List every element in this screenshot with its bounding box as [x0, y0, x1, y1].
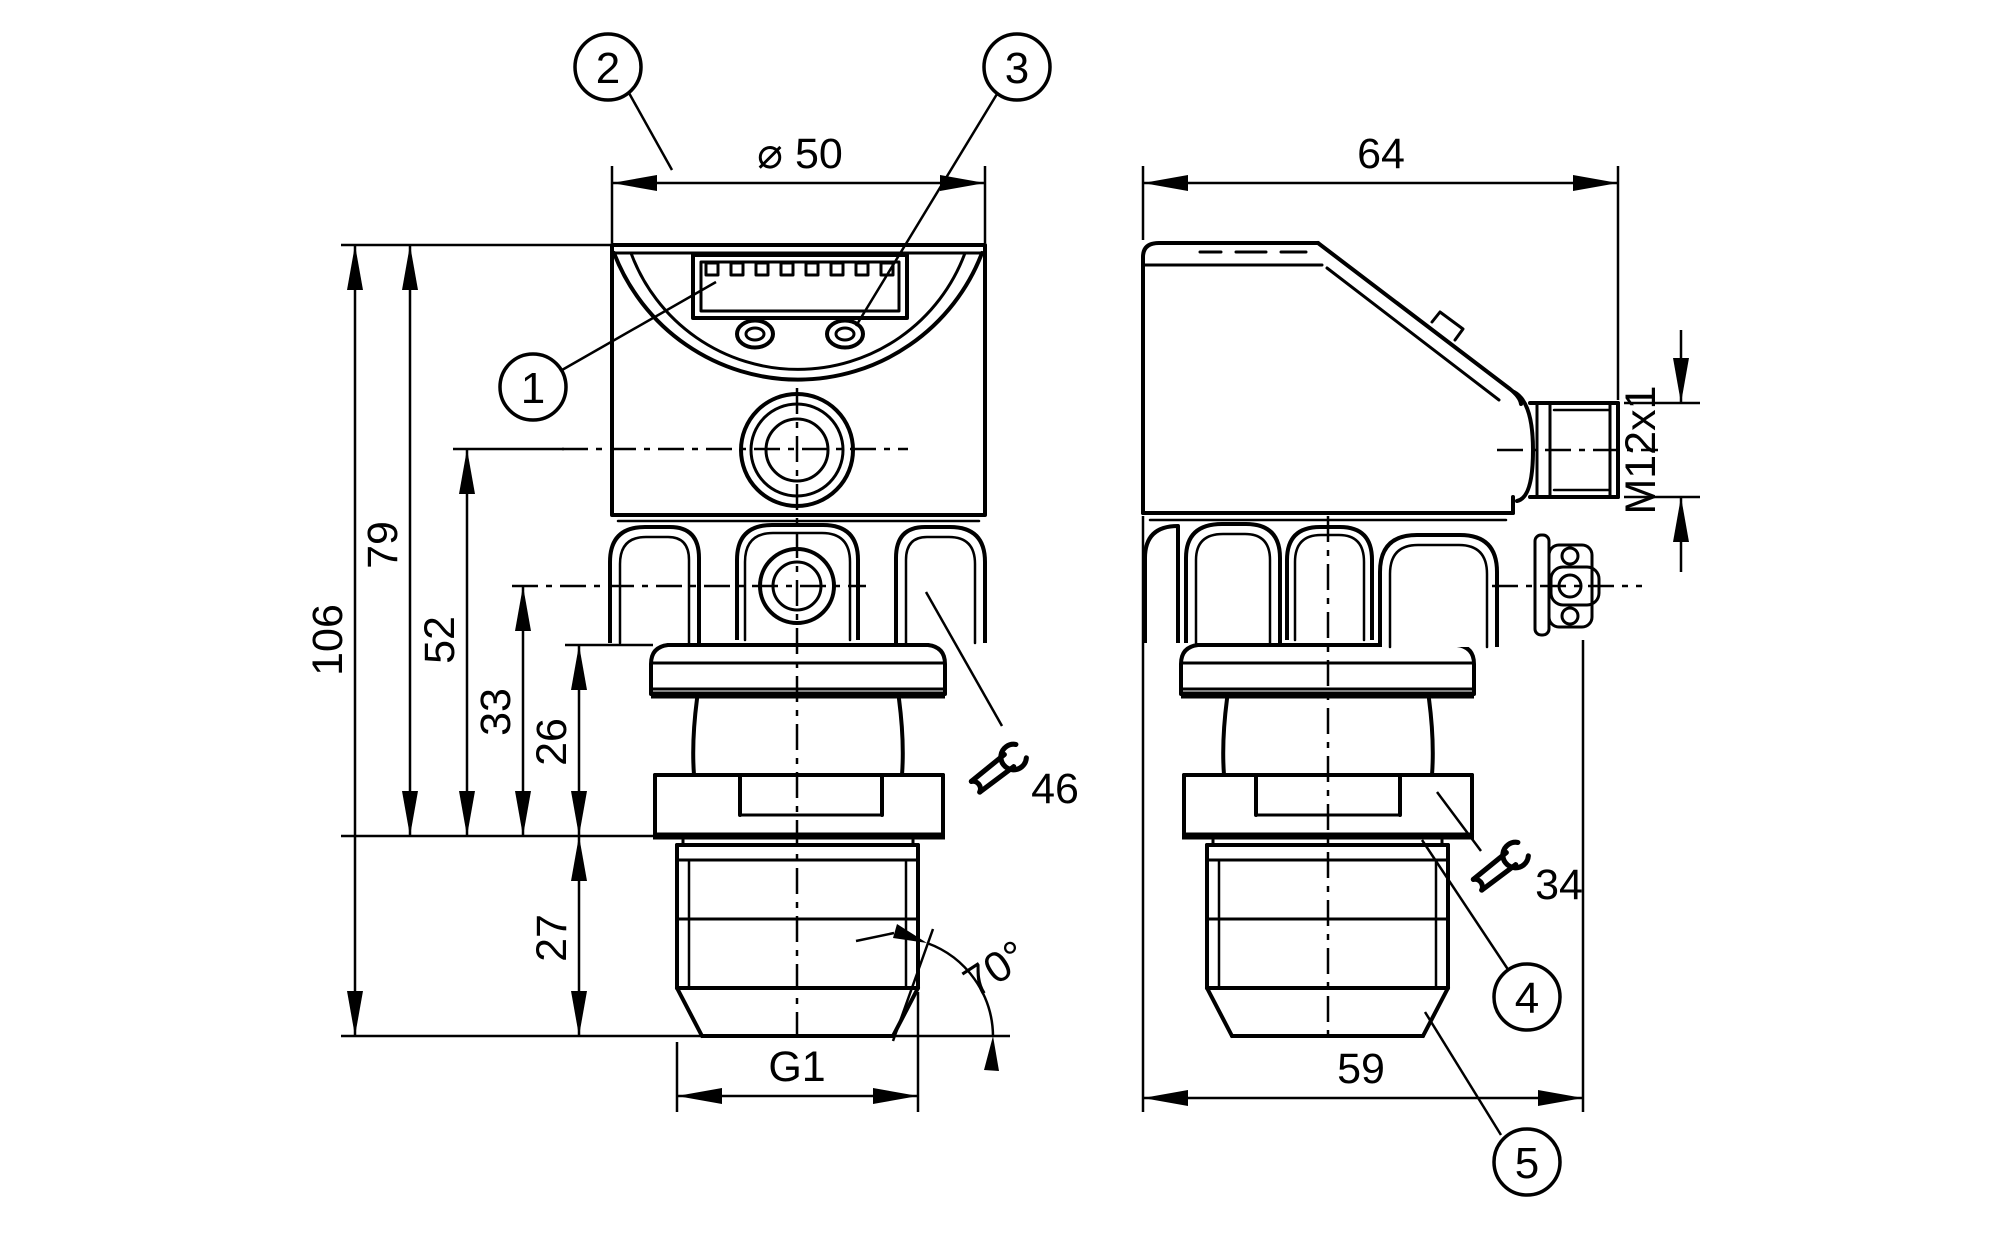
- callout-1-label: 1: [521, 364, 545, 413]
- front-hex: [653, 773, 945, 840]
- dim-27: 27: [341, 834, 653, 1036]
- front-dimensions: ⌀ 50 106 79 52: [304, 32, 1079, 1112]
- dim-79: 79: [359, 245, 418, 836]
- callout-3: 3: [854, 32, 1052, 327]
- dim-diameter-label: ⌀ 50: [757, 130, 843, 178]
- side-grip: [1143, 522, 1499, 649]
- wrench-46-leader: [924, 591, 1004, 727]
- dim-106-label: 106: [304, 604, 352, 676]
- dim-angle-70: 70°: [855, 924, 1036, 1071]
- dim-64-label: 64: [1357, 130, 1405, 178]
- front-centerlines: [512, 388, 908, 1044]
- wrench-icon: [968, 741, 1029, 795]
- wrench-46: 46: [924, 591, 1079, 813]
- wrench-34-label: 34: [1535, 861, 1583, 909]
- dim-106: 106: [304, 243, 700, 1038]
- dim-diameter-50: ⌀ 50: [610, 130, 987, 243]
- callout-4-label: 4: [1515, 974, 1539, 1023]
- dim-27-label: 27: [528, 914, 576, 962]
- dim-angle-label: 70°: [955, 931, 1036, 1007]
- dim-59-label: 59: [1337, 1045, 1385, 1093]
- dim-59: 59: [1141, 516, 1585, 1112]
- dim-g1-label: G1: [768, 1043, 825, 1091]
- callout-1: 1: [498, 280, 717, 422]
- callout-5-label: 5: [1515, 1139, 1539, 1188]
- side-view: [1141, 241, 1658, 1044]
- dim-79-label: 79: [359, 521, 407, 569]
- dim-m12x1-label: M12x1: [1617, 385, 1665, 514]
- callout-4: 4: [1420, 839, 1562, 1032]
- front-grip: [608, 523, 987, 645]
- callout-2-label: 2: [596, 44, 620, 93]
- side-dimensions: 64 M12x1 59: [1141, 130, 1700, 1197]
- front-pushbuttons: [735, 318, 865, 350]
- dim-26-label: 26: [528, 718, 576, 766]
- wrench-34-leader: [1435, 791, 1483, 852]
- wrench-34: 34: [1435, 791, 1583, 909]
- wrench-46-label: 46: [1031, 765, 1079, 813]
- dim-m12x1: M12x1: [1617, 330, 1700, 572]
- front-housing-head: [610, 243, 987, 523]
- dim-33: 33: [472, 586, 531, 836]
- dim-g1: G1: [675, 992, 920, 1112]
- front-display-window: [691, 253, 909, 320]
- callout-3-label: 3: [1005, 44, 1029, 93]
- dim-52-label: 52: [416, 616, 464, 664]
- side-pushbutton-bump: [1430, 310, 1465, 342]
- wrench-icon: [1470, 839, 1531, 893]
- dim-26: 26: [528, 643, 653, 836]
- side-m12-connector: [1512, 390, 1620, 503]
- dim-33-label: 33: [472, 688, 520, 736]
- callout-5: 5: [1423, 1011, 1562, 1197]
- side-housing-head: [1141, 241, 1523, 522]
- side-centerlines: [1326, 448, 1658, 1044]
- dim-64: 64: [1141, 130, 1620, 400]
- display-segment-marks: [704, 261, 895, 277]
- front-view: [512, 243, 987, 1044]
- callout-2: 2: [573, 32, 674, 171]
- dim-52: 52: [416, 447, 564, 836]
